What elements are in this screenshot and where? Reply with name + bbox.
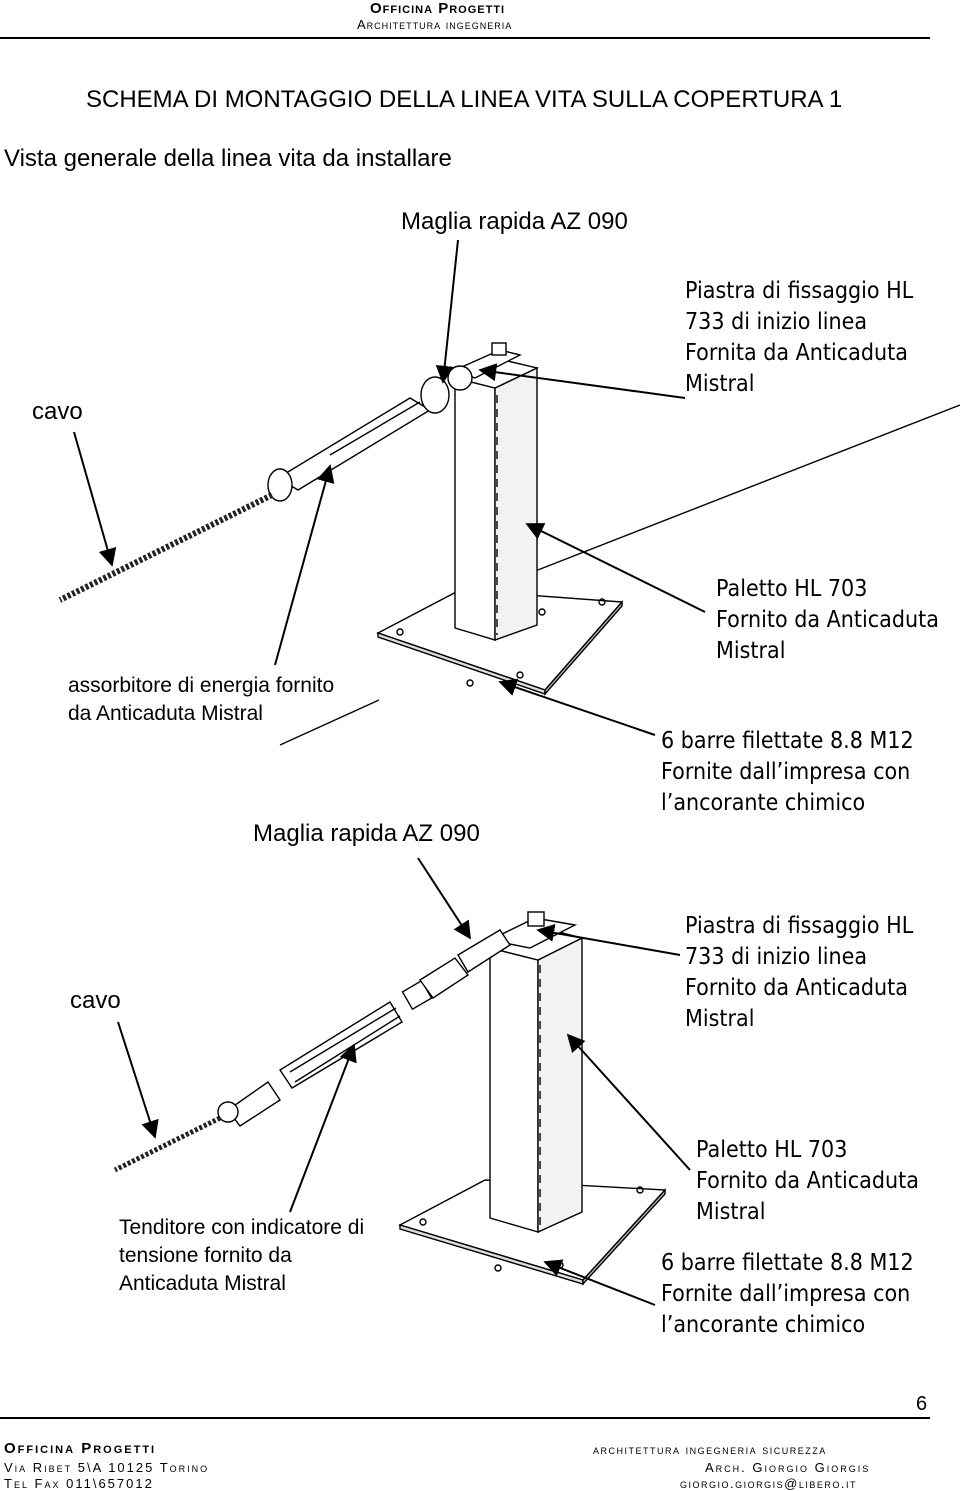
arrow-cavo-1 (73, 431, 117, 567)
cable-1 (58, 492, 274, 603)
page-number: 6 (916, 1393, 928, 1415)
footer-email[interactable]: giorgio.giorgis@libero.it (680, 1476, 857, 1491)
arrow-barre-2 (543, 1259, 656, 1306)
arrow-maglia-2 (417, 857, 471, 940)
post-2-front (489, 947, 539, 1233)
absorber-1 (276, 397, 432, 491)
roof-line-2 (279, 699, 380, 746)
label-cavo-2: cavo (70, 987, 121, 1014)
post-1-front (454, 377, 496, 641)
arrow-tenditore (289, 1043, 357, 1213)
label-maglia-top: Maglia rapida AZ 090 (401, 208, 628, 235)
header-rule (0, 37, 930, 39)
cable-2 (113, 1115, 222, 1173)
arrow-paletto-1 (525, 523, 706, 613)
page-title: SCHEMA DI MONTAGGIO DELLA LINEA VITA SUL… (86, 86, 843, 113)
arrow-maglia-top (435, 239, 459, 384)
arrow-assorbitore (274, 464, 335, 666)
roof-line-1 (524, 404, 960, 576)
arrow-cavo-2 (117, 1021, 159, 1139)
header-subtitle: Architettura ingegneria (357, 17, 513, 32)
arrow-piastra-1 (478, 363, 686, 399)
label-cavo-1: cavo (32, 398, 83, 425)
footer-rule (0, 1417, 930, 1419)
arrow-piastra-2 (536, 923, 681, 956)
post-1-side (494, 366, 538, 641)
post-2-side (537, 936, 583, 1234)
footer-phone: Tel Fax 011\657012 (4, 1476, 154, 1491)
arrow-paletto-2 (566, 1033, 691, 1171)
figure-2 (113, 911, 667, 1286)
footer-architect: Arch. Giorgio Giorgis (705, 1460, 871, 1475)
arrow-barre-1 (498, 678, 656, 736)
header-firm-name: Officina Progetti (370, 0, 506, 17)
label-maglia-bottom: Maglia rapida AZ 090 (253, 820, 480, 847)
footer-discipline: architettura ingegneria sicurezza (593, 1442, 827, 1457)
figure-1 (58, 342, 960, 746)
footer-address: Via Ribet 5\A 10125 Torino (4, 1460, 210, 1475)
page-subtitle: Vista generale della linea vita da insta… (4, 145, 452, 172)
footer-firm: Officina Progetti (4, 1440, 157, 1457)
